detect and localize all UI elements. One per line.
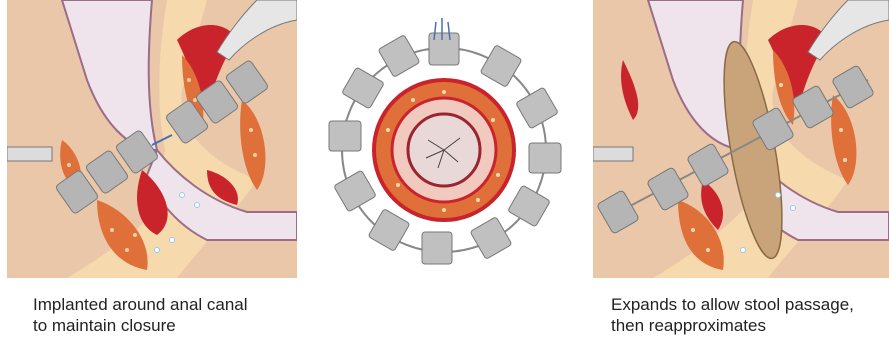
expanded-sphincter-illustration	[593, 0, 889, 278]
right-caption: Expands to allow stool passage, then rea…	[611, 294, 854, 336]
closed-sphincter-illustration	[7, 0, 297, 278]
right-caption-line-2: then reapproximates	[611, 315, 854, 336]
ring-cross-section-illustration	[318, 0, 570, 278]
left-caption-line-1: Implanted around anal canal	[33, 294, 248, 315]
left-caption-line-2: to maintain closure	[33, 315, 248, 336]
left-caption: Implanted around anal canal to maintain …	[33, 294, 248, 336]
right-caption-line-1: Expands to allow stool passage,	[611, 294, 854, 315]
